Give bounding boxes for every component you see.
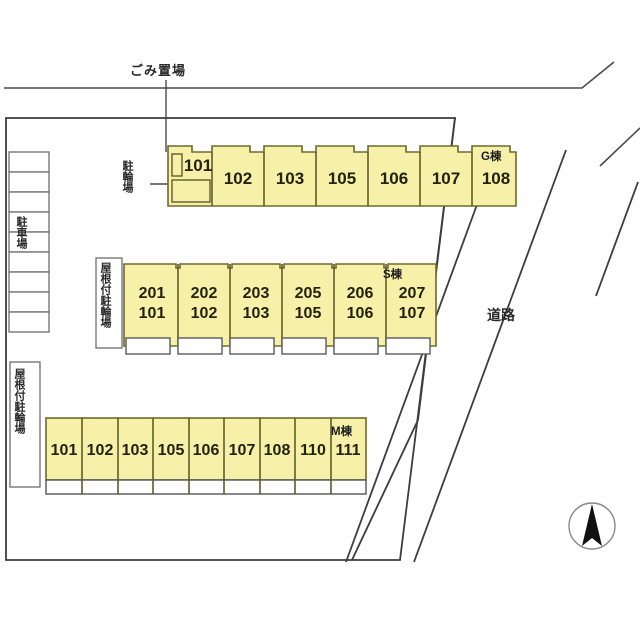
bicycle-parking-label: 駐輪場 [121,160,134,193]
road-edge-right [413,149,567,563]
lot-outline [5,117,457,561]
bicycle-box-small [171,153,183,177]
building-S [123,263,437,355]
car-stall [8,251,50,273]
balcony [281,337,327,355]
car-stall [8,271,50,293]
road-label: 道路 [487,308,515,324]
car-stall [8,191,50,213]
covered-bicycle-parking-lower-box [9,361,41,488]
car-parking-label: 駐車場 [15,216,28,249]
lot-outline-right-diagonal [351,117,456,561]
balcony [125,337,171,355]
balcony [229,337,275,355]
garbage-area-label: ごみ置場 [130,64,187,79]
corridor-strip [45,479,367,495]
building-M [45,417,367,495]
bicycle-box-large [171,179,211,203]
balcony [385,337,431,355]
car-stall [8,151,50,173]
balcony [333,337,379,355]
compass-icon [568,502,616,550]
property-boundary-top [4,61,615,89]
covered-bicycle-parking-upper-box [95,257,123,349]
property-boundary-right-outer [599,127,640,167]
building-S-outline [123,263,437,347]
building-G-outline [167,145,517,207]
building-tag-G: G棟 [481,151,502,163]
car-stall [8,171,50,193]
north-arrow-compass [566,500,618,557]
balcony [177,337,223,355]
car-parking-stalls [8,151,50,333]
building-M-outline [45,417,367,481]
building-tag-M: M棟 [331,426,353,438]
building-tag-S: S棟 [383,269,403,281]
building-G [167,145,517,207]
covered-bicycle-parking-upper-label: 屋根付駐輪場 [99,262,112,328]
car-stall [8,311,50,333]
road-edge-far-right [595,181,639,297]
covered-bicycle-parking-lower-label: 屋根付駐輪場 [13,368,26,434]
car-stall [8,291,50,313]
road-edge-left [345,149,498,563]
